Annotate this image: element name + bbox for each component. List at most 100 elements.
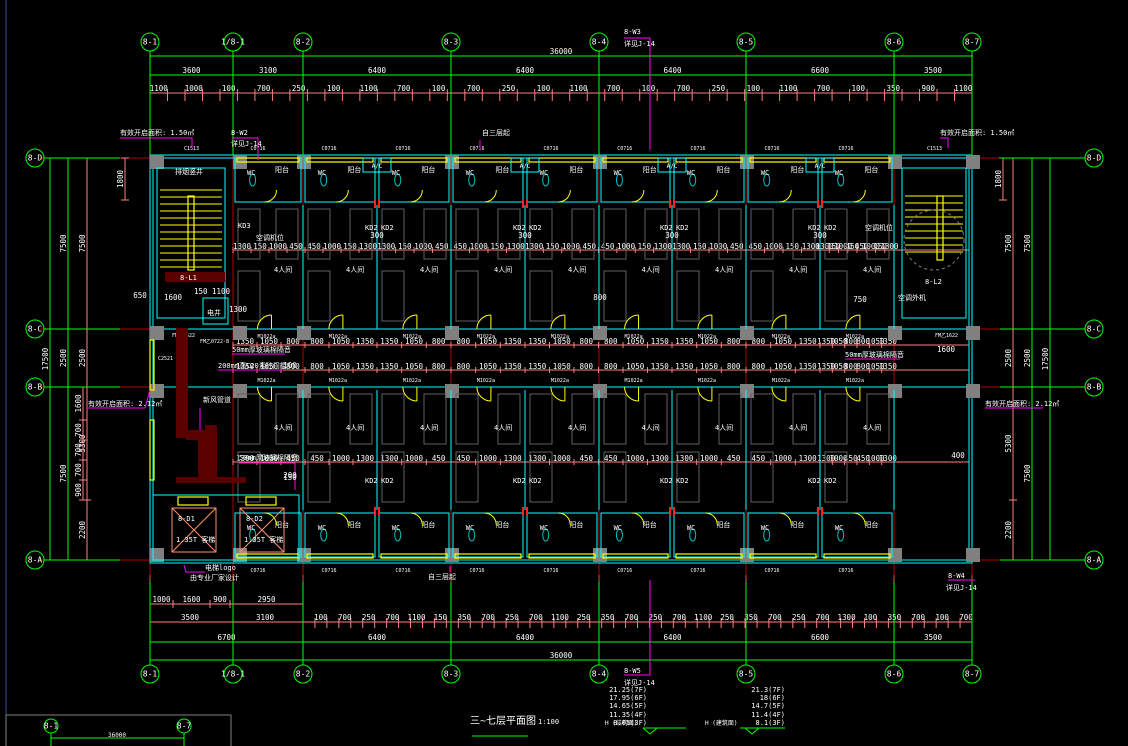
door-tag: M1022a <box>329 334 347 340</box>
top-detail-label: 100 <box>747 84 761 93</box>
window-tag: C0716 <box>617 146 632 152</box>
room-label: 4人间 <box>494 266 512 274</box>
window-ref-w3: 8-W3 <box>624 28 641 36</box>
corridor-dim-a-label: 1050 <box>260 337 279 346</box>
top-detail-label: 250 <box>712 84 726 93</box>
entrance-door-swing <box>771 314 786 330</box>
bottom-detail-label: 700 <box>959 613 973 622</box>
door-tag: M1022a <box>698 334 716 340</box>
room-label: 4人间 <box>568 424 586 432</box>
axis-label-8-C-left: 8-C <box>28 325 43 334</box>
left-detail2-dim-label: 700 <box>74 423 83 437</box>
door-swing <box>484 512 497 526</box>
left-detail2-dim-label: 900 <box>74 483 83 497</box>
axis-label-8-A-left: 8-A <box>28 556 43 565</box>
lower-room-dim-label: 1000 <box>866 454 885 463</box>
bed <box>750 393 774 445</box>
corridor-dim-b-label: 800 <box>457 362 471 371</box>
bed <box>529 393 553 445</box>
top-bay-label: 3100 <box>259 66 278 75</box>
corridor-dim-a-label: 800 <box>727 337 741 346</box>
left-mid-dim-label: 7500 <box>59 464 68 483</box>
balcony-label: 阳台 <box>275 520 289 529</box>
upper-room-dim-label: 450 <box>289 242 303 251</box>
upper-room-dim-label: 150 <box>693 242 707 251</box>
elevator-label: 8-D1 <box>178 515 195 523</box>
bed <box>275 393 299 445</box>
riser-pipe <box>669 200 671 208</box>
lower-room-dim-label: 1300 <box>817 454 836 463</box>
toilet-icon <box>468 528 476 542</box>
bed <box>718 393 742 445</box>
bed <box>381 451 405 503</box>
upper-room-dim-label: 150 <box>490 242 504 251</box>
top-detail-label: 900 <box>922 84 936 93</box>
extra-dim: 100 <box>283 361 297 370</box>
elev-a-4: 8.05(3F) <box>613 719 647 727</box>
vent-area-top-right: 有效开启面积: 1.50㎡ <box>940 128 1014 137</box>
elev-b-marker-icon <box>744 727 760 735</box>
ac-label: A/C <box>372 163 383 170</box>
kd2-label: KD2 <box>660 224 673 232</box>
top-detail-label: 100 <box>432 84 446 93</box>
bottom-detail-label: 100 <box>314 613 328 622</box>
door-swing <box>264 189 277 203</box>
kd2-label: KD2 <box>513 477 526 485</box>
window-tag: C0716 <box>396 568 411 574</box>
left-detail2-dim-label: 1600 <box>74 394 83 413</box>
bottom-detail-label: 250 <box>362 613 376 622</box>
bed <box>603 208 627 260</box>
axis-label-8-7-top: 8-7 <box>965 38 980 47</box>
corridor-dim-a-label: 1050 <box>405 337 424 346</box>
room-label: 4人间 <box>420 266 438 274</box>
door-swing <box>779 512 792 526</box>
bed <box>275 208 299 260</box>
entrance-door-swing <box>624 386 639 402</box>
bed <box>237 208 261 260</box>
lower-room-dim-label: 1300 <box>380 454 399 463</box>
toilet-icon <box>542 528 550 542</box>
bed <box>307 208 331 260</box>
elevator-x <box>239 507 285 553</box>
stair-left-label: 8-L1 <box>180 274 197 282</box>
elevator-logo-note: 电梯logo <box>205 563 236 572</box>
door-swing <box>853 189 866 203</box>
bed <box>237 393 261 445</box>
top-detail-label: 700 <box>817 84 831 93</box>
lower-room-dim-label: 1000 <box>700 454 719 463</box>
bottom-bay-label: 6700 <box>217 633 236 642</box>
lower-room-dim-label: 450 <box>604 454 618 463</box>
elevator-door <box>245 496 277 506</box>
corridor-dim-a-label: 1350 <box>879 337 898 346</box>
bath-block <box>378 157 450 203</box>
lower-room-dim-label: 1000 <box>829 454 848 463</box>
lower-room-dim-label: 450 <box>727 454 741 463</box>
toilet-icon <box>320 173 328 187</box>
toilet-icon <box>837 528 845 542</box>
window-tag: C0716 <box>470 568 485 574</box>
door-tag: M1022a <box>551 334 569 340</box>
upper-room-dim-label: 1000 <box>834 242 853 251</box>
elevator-1: 8-D11.35T 客梯 <box>171 496 217 553</box>
bed <box>529 451 553 503</box>
duct-insulation-note-right: 50mm厚玻璃棉隔音 <box>845 350 904 359</box>
riser-pipe <box>526 507 528 515</box>
corridor-dim-b-label: 800 <box>286 362 300 371</box>
corridor-dim-b-label: 1350 <box>651 362 670 371</box>
top-bay-label: 6400 <box>516 66 535 75</box>
elevator-car <box>171 507 217 553</box>
window <box>528 157 596 163</box>
ac-label: A/C <box>815 163 826 170</box>
entrance-door-swing <box>550 314 565 330</box>
bed <box>497 208 521 260</box>
bed <box>676 451 700 503</box>
upper-room-dim-label: 1000 <box>862 242 881 251</box>
upper-room-dim-label: 1000 <box>765 242 784 251</box>
stair-handrail <box>187 195 195 271</box>
top-detail-label: 100 <box>327 84 341 93</box>
bed <box>676 208 700 260</box>
column <box>233 384 247 398</box>
